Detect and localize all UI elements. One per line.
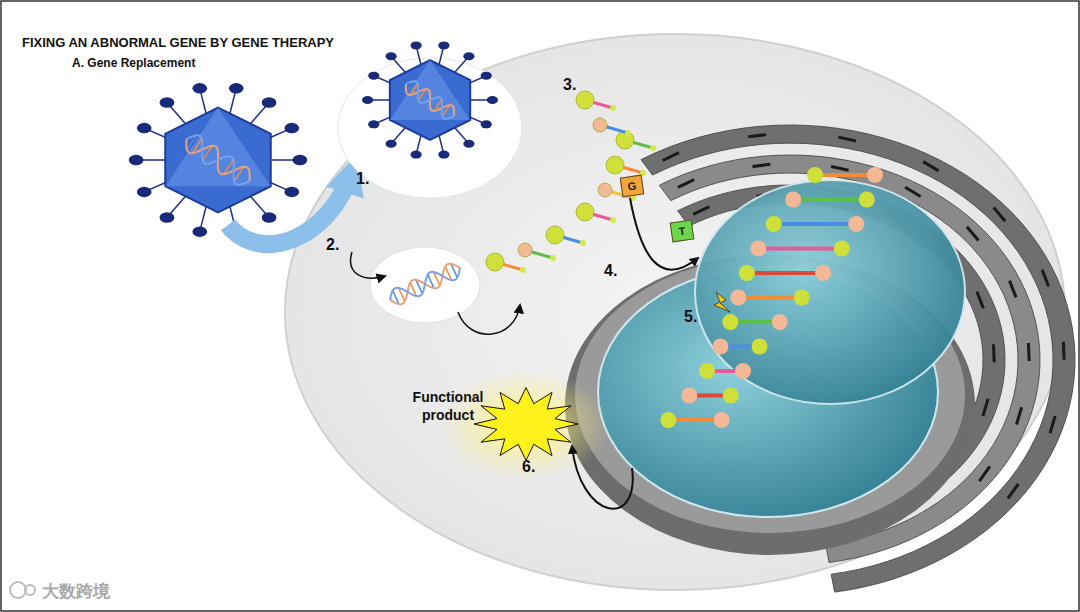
entry-arrow xyxy=(228,170,352,244)
callout-number: 3. xyxy=(563,76,576,94)
callout-number: 6. xyxy=(522,458,535,476)
product-label: Functional product xyxy=(400,388,496,424)
subtitle: A. Gene Replacement xyxy=(72,56,195,70)
viral-vector xyxy=(129,83,308,237)
callout-number: 5. xyxy=(684,308,697,326)
base-letter: G xyxy=(627,179,637,192)
base-tag: T xyxy=(670,220,695,243)
step-arrow xyxy=(572,446,633,509)
step-arrow xyxy=(630,198,698,270)
step-arrow xyxy=(458,305,520,334)
dna-helix xyxy=(390,264,460,305)
callout-number: 2. xyxy=(326,236,339,254)
viral-vector xyxy=(362,41,498,158)
endosome xyxy=(338,58,522,198)
step-arrow xyxy=(351,252,385,278)
callout-number: 1. xyxy=(356,170,369,188)
base-letter: T xyxy=(678,225,686,238)
product-glow xyxy=(440,370,610,480)
title: FIXING AN ABNORMAL GENE BY GENE THERAPY xyxy=(22,35,334,50)
watermark: 大数跨境 xyxy=(42,580,110,603)
base-tag: G xyxy=(620,175,645,198)
cell-membrane xyxy=(285,34,1065,590)
product-burst: Functional product xyxy=(398,382,583,467)
nuclear-dna xyxy=(660,167,883,428)
callout-number: 4. xyxy=(604,262,617,280)
watermark-logo xyxy=(10,582,35,598)
released-dna-vesicle xyxy=(370,247,480,323)
nucleus xyxy=(565,180,975,555)
dna-strand xyxy=(486,91,656,273)
